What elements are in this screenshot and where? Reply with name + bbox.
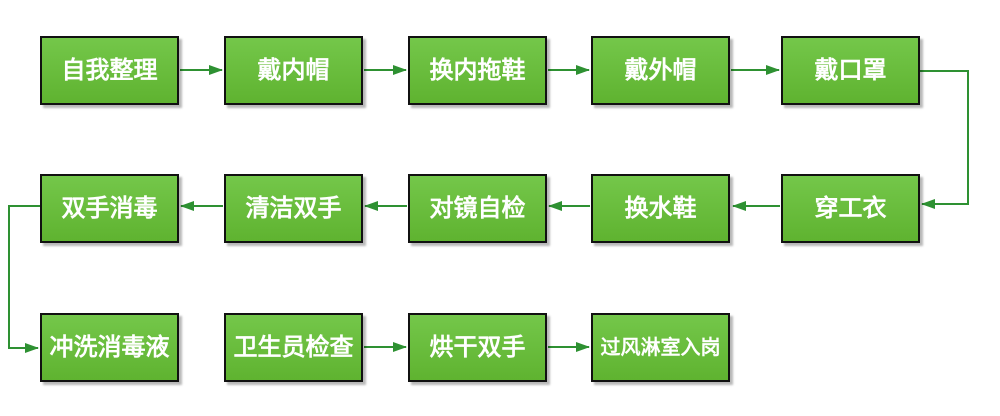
flow-node-label: 戴内帽 bbox=[257, 56, 330, 84]
flow-node-2: 戴内帽 bbox=[224, 36, 363, 105]
flow-node-label: 过风淋室入岗 bbox=[600, 336, 721, 359]
flow-node-1: 自我整理 bbox=[40, 36, 179, 105]
flow-node-label: 换水鞋 bbox=[624, 194, 697, 222]
flow-node-10: 双手消毒 bbox=[40, 174, 179, 243]
flow-node-5: 戴口罩 bbox=[781, 36, 920, 105]
flow-node-13: 烘干双手 bbox=[408, 313, 547, 382]
flow-node-9: 清洁双手 bbox=[224, 174, 363, 243]
flow-node-12: 卫生员检查 bbox=[224, 313, 363, 382]
flow-node-label: 戴外帽 bbox=[624, 56, 697, 84]
flow-node-6: 穿工衣 bbox=[781, 174, 920, 243]
flow-connector-elbow-left bbox=[8, 205, 40, 353]
flow-node-14: 过风淋室入岗 bbox=[591, 313, 730, 382]
flow-node-label: 卫生员检查 bbox=[233, 333, 354, 361]
flow-node-label: 换内拖鞋 bbox=[429, 56, 526, 84]
flow-node-label: 对镜自检 bbox=[429, 194, 526, 222]
flow-node-8: 对镜自检 bbox=[408, 174, 547, 243]
flow-node-label: 清洁双手 bbox=[245, 194, 342, 222]
flow-node-label: 自我整理 bbox=[61, 56, 158, 84]
flow-node-label: 戴口罩 bbox=[814, 56, 887, 84]
flow-node-label: 双手消毒 bbox=[61, 194, 158, 222]
flow-node-11: 冲洗消毒液 bbox=[40, 313, 179, 382]
flow-node-label: 冲洗消毒液 bbox=[49, 333, 170, 361]
flow-connector-elbow-right bbox=[920, 70, 969, 209]
flow-node-3: 换内拖鞋 bbox=[408, 36, 547, 105]
flow-node-label: 穿工衣 bbox=[814, 194, 887, 222]
flow-node-7: 换水鞋 bbox=[591, 174, 730, 243]
flow-node-label: 烘干双手 bbox=[429, 333, 526, 361]
flow-node-4: 戴外帽 bbox=[591, 36, 730, 105]
